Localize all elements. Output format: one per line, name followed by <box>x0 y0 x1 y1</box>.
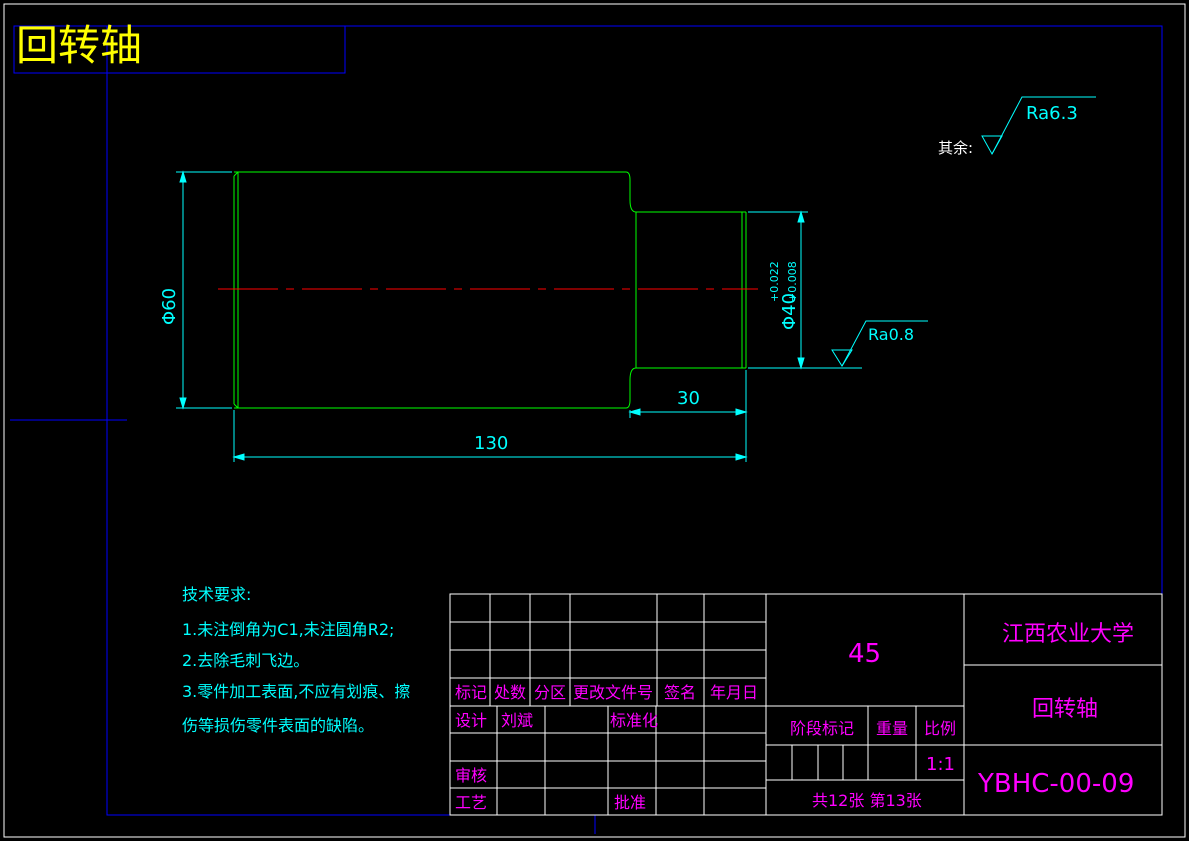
tb-header-docno: 更改文件号 <box>573 683 653 702</box>
tb-designer: 刘斌 <box>501 711 533 730</box>
tb-header-date: 年月日 <box>710 683 758 702</box>
dim-tol-lower: +0.008 <box>786 261 799 302</box>
tb-header-zone: 分区 <box>534 683 566 702</box>
tb-stage-label: 阶段标记 <box>790 719 854 738</box>
drawing-title: 回转轴 <box>16 21 142 70</box>
tb-scale-value: 1:1 <box>926 754 955 775</box>
dim-step-length: 30 <box>677 388 700 409</box>
tech-item-4: 伤等损伤零件表面的缺陷。 <box>182 716 374 735</box>
tb-school: 江西农业大学 <box>1002 622 1134 647</box>
title-block-grid <box>449 593 1163 816</box>
dimension-lines <box>176 170 862 462</box>
tb-scale-label: 比例 <box>924 719 956 738</box>
tb-sheets: 共12张 第13张 <box>812 791 922 810</box>
title-block-text: 标记 处数 分区 更改文件号 签名 年月日 设计 刘斌 标准化 审核 工艺 批准… <box>455 622 1134 812</box>
tb-header-count: 处数 <box>494 683 526 702</box>
tb-drawing-no: YBHC-00-09 <box>977 769 1134 799</box>
tb-standardize-label: 标准化 <box>610 711 658 730</box>
dim-big-diameter: Φ60 <box>159 288 180 325</box>
tb-part-name: 回转轴 <box>1032 697 1098 722</box>
dim-tol-upper: +0.022 <box>768 261 781 302</box>
tb-review-label: 审核 <box>455 766 487 785</box>
sheet-border <box>3 3 1186 838</box>
tech-item-3: 3.零件加工表面,不应有划痕、擦 <box>182 682 410 701</box>
tb-approve-label: 批准 <box>614 793 646 812</box>
tb-header-mark: 标记 <box>455 683 487 702</box>
tb-weight-label: 重量 <box>876 719 908 738</box>
tech-item-1: 1.未注倒角为C1,未注圆角R2; <box>182 620 394 639</box>
title-box <box>13 25 346 74</box>
tb-design-label: 设计 <box>455 711 487 730</box>
surface-local-value: Ra0.8 <box>868 325 914 344</box>
tb-header-sign: 签名 <box>664 683 696 702</box>
surface-general-value: Ra6.3 <box>1026 103 1078 124</box>
dim-total-length: 130 <box>474 433 508 454</box>
tb-material: 45 <box>848 639 881 669</box>
tech-item-2: 2.去除毛刺飞边。 <box>182 651 309 670</box>
surface-general-label: 其余: <box>938 139 973 157</box>
tech-requirements: 技术要求: 1.未注倒角为C1,未注圆角R2; 2.去除毛刺飞边。 3.零件加工… <box>182 585 410 735</box>
dim-small-diameter: Φ40 <box>779 293 800 330</box>
surface-finish-symbols <box>831 96 1096 367</box>
tech-heading: 技术要求: <box>182 585 251 604</box>
tb-process-label: 工艺 <box>455 793 487 812</box>
part-outline <box>233 171 747 409</box>
